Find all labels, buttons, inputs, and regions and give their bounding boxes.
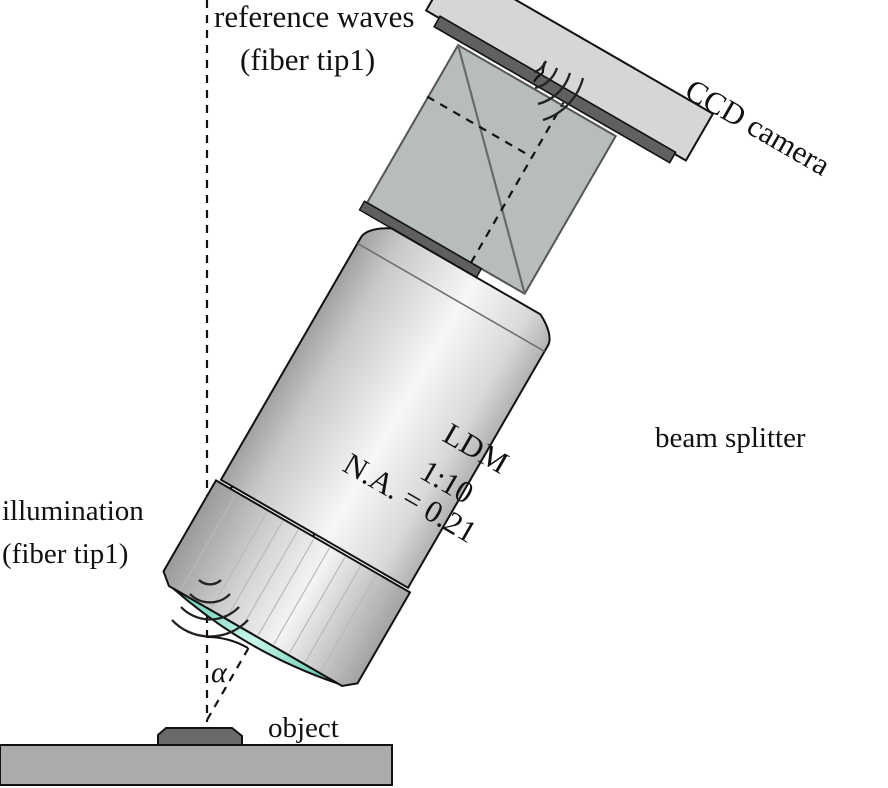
beam-splitter-label: beam splitter: [655, 422, 806, 454]
reference-label-line1: reference waves: [214, 0, 415, 34]
illumination-label-line2: (fiber tip1): [2, 538, 128, 570]
angle-arc: [206, 636, 249, 649]
object-sample: [157, 727, 243, 746]
knurl-lines: [179, 493, 393, 681]
objective-front-lens: [172, 587, 339, 685]
objective-barrel: [219, 227, 551, 590]
angle-alpha-label: α: [211, 656, 228, 689]
optical-axis-in-cube: [470, 104, 563, 264]
illumination-label-line1: illumination: [2, 495, 144, 527]
reference-label-line2: (fiber tip1): [240, 42, 375, 77]
reference-beam-in-cube: [425, 95, 526, 155]
reference-wave-arcs: [533, 61, 585, 122]
beam-splitter-diagonal: [457, 44, 526, 295]
barrel-shoulder: [357, 242, 545, 353]
ccd-sensor: [433, 15, 677, 164]
stage: [0, 744, 393, 786]
objective-front-ring: [162, 479, 412, 688]
object-label: object: [268, 712, 339, 744]
